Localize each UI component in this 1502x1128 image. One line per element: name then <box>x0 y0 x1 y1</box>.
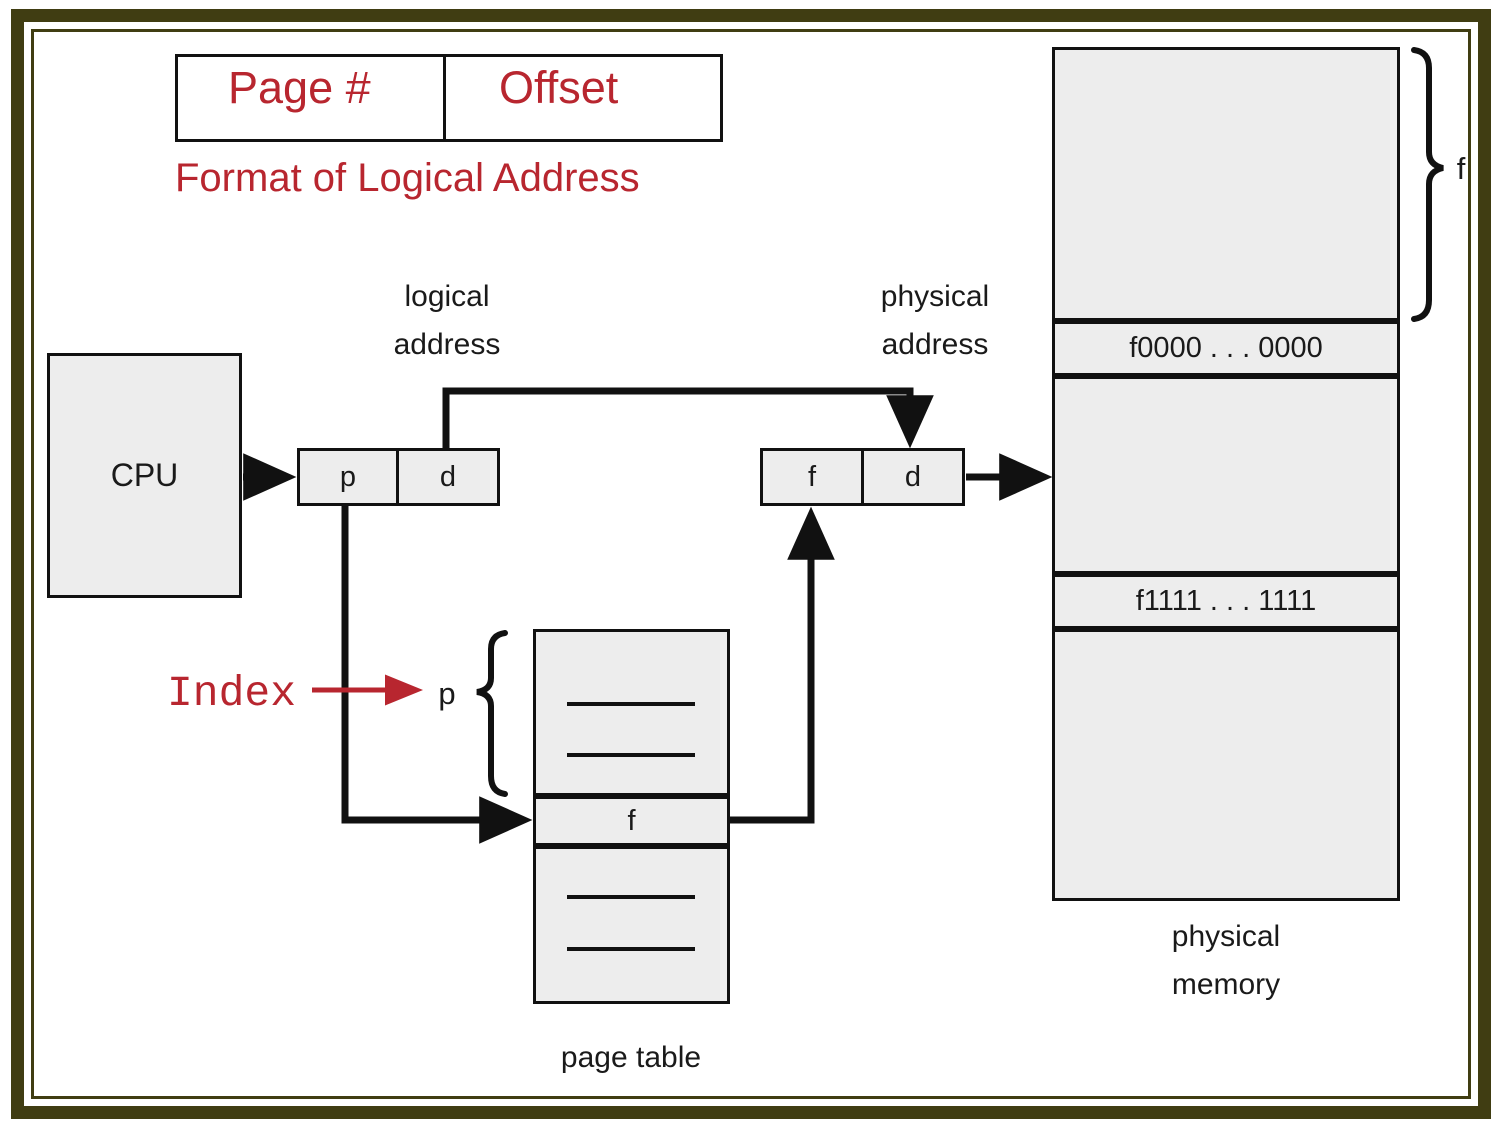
logical-address-format-offset-field <box>443 54 723 142</box>
index-annotation-label: Index <box>167 669 297 718</box>
page-table-index-label: p <box>438 676 456 711</box>
cpu-box <box>47 353 242 598</box>
page-table-upper-entries <box>533 629 730 796</box>
physical-memory-bottom-region <box>1052 629 1400 901</box>
page-table-caption: page table <box>560 1041 702 1074</box>
physical-address-offset-value: d <box>904 460 922 493</box>
physical-memory-frame-end-address: f1111 . . . 1111 <box>1135 585 1317 617</box>
physical-address-offset-cell <box>861 448 965 506</box>
page-table-entry-placeholder-rule <box>567 895 695 899</box>
page-table-frame-value: f <box>627 804 636 837</box>
logical-address-offset-cell <box>396 448 500 506</box>
offset-field-label: Offset <box>499 62 619 113</box>
physical-memory-caption-line2: memory <box>1171 968 1281 1001</box>
page-table-entry-placeholder-rule <box>567 947 695 951</box>
logical-address-format-caption: Format of Logical Address <box>175 156 640 200</box>
physical-memory-frame-end-row <box>1052 574 1400 629</box>
physical-memory-caption-line1: physical <box>1171 920 1281 953</box>
physical-address-label-line1: physical <box>880 280 990 313</box>
physical-memory-frame-body <box>1052 376 1400 574</box>
physical-memory-frame-start-row <box>1052 321 1400 376</box>
cpu-label: CPU <box>110 457 179 493</box>
page-table-entry-placeholder-rule <box>567 753 695 757</box>
page-number-field-label: Page # <box>228 62 371 113</box>
physical-memory-frame-start-address: f0000 . . . 0000 <box>1129 332 1323 364</box>
slide-frame-inner <box>31 29 1471 1099</box>
logical-address-label-line2: address <box>393 328 501 361</box>
slide-frame-outer <box>11 9 1491 1119</box>
page-table-entry-placeholder-rule <box>567 702 695 706</box>
physical-address-label-line2: address <box>881 328 989 361</box>
physical-memory-top-region <box>1052 47 1400 321</box>
page-table-selected-entry <box>533 796 730 846</box>
logical-address-page-value: p <box>339 460 357 493</box>
physical-memory-frame-label: f <box>1456 151 1466 186</box>
physical-address-frame-cell <box>760 448 864 506</box>
logical-address-label-line1: logical <box>404 280 490 313</box>
page-table-lower-entries <box>533 846 730 1004</box>
logical-address-offset-value: d <box>439 460 457 493</box>
physical-address-frame-value: f <box>807 460 817 493</box>
